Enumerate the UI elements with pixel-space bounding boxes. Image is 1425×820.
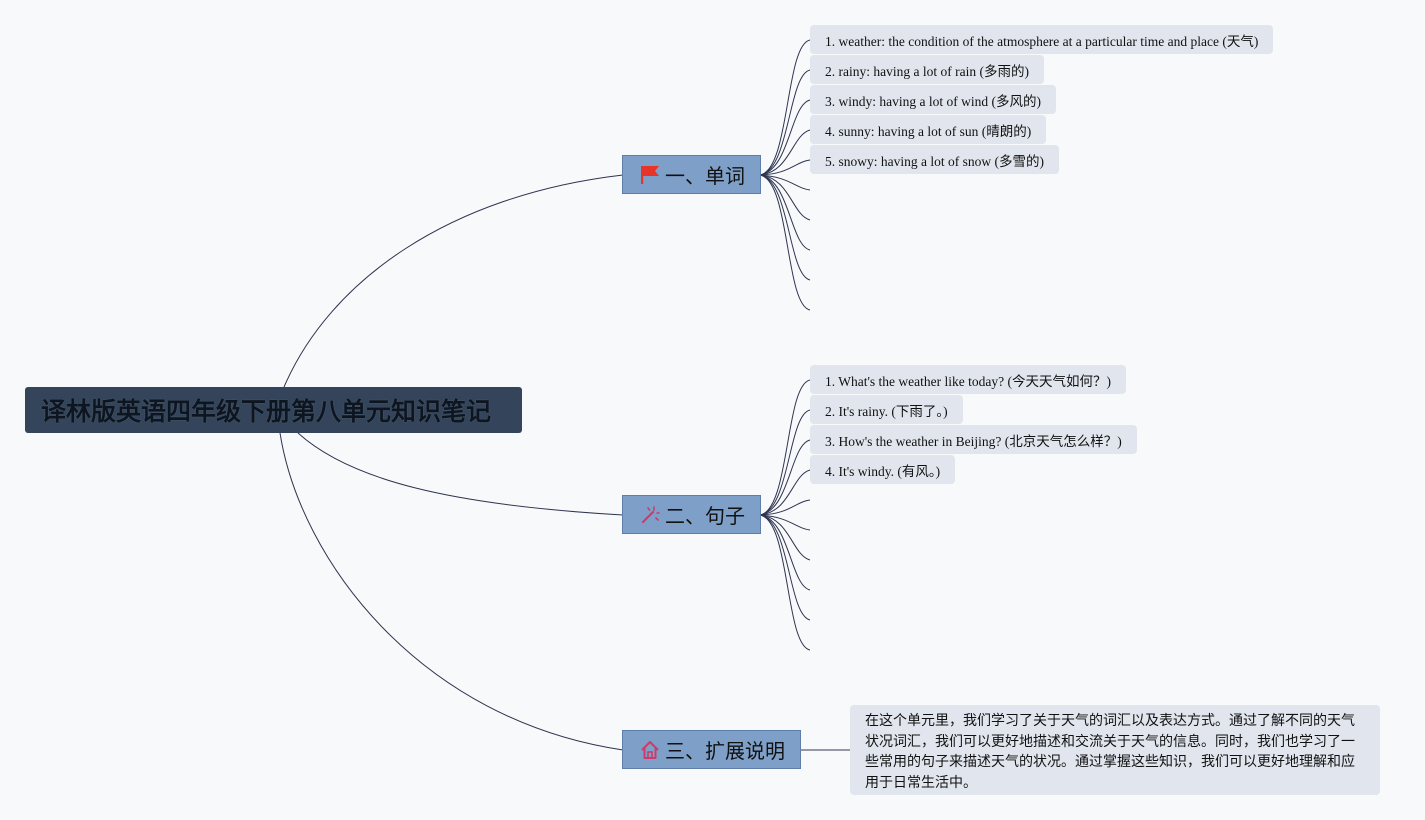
branch-extension[interactable]: 三、扩展说明 [622, 730, 801, 769]
home-icon [639, 739, 661, 761]
connector-root-branch-3 [279, 432, 624, 751]
fan-branch-2 [759, 379, 811, 651]
branch-words-label: 一、单词 [665, 164, 745, 188]
root-topic[interactable]: 译林版英语四年级下册第八单元知识笔记 [25, 387, 522, 433]
connector-root-branch-2 [297, 432, 624, 516]
root-title: 译林版英语四年级下册第八单元知识笔记 [41, 397, 492, 426]
list-item[interactable]: 2. It's rainy. (下雨了。) [810, 395, 963, 424]
list-item[interactable]: 1. What's the weather like today? (今天天气如… [810, 365, 1126, 394]
list-item[interactable]: 5. snowy: having a lot of snow (多雪的) [810, 145, 1059, 174]
list-item[interactable]: 4. sunny: having a lot of sun (晴朗的) [810, 115, 1047, 144]
connector-root-branch-1 [283, 174, 624, 388]
branch-words[interactable]: 一、单词 [622, 155, 761, 194]
list-item[interactable]: 2. rainy: having a lot of rain (多雨的) [810, 55, 1044, 84]
extension-note-text: 在这个单元里，我们学习了关于天气的词汇以及表达方式。通过了解不同的天气状况词汇，… [865, 713, 1355, 791]
fan-branch-1 [759, 39, 811, 311]
branch-sentences-label: 二、句子 [665, 504, 745, 528]
list-item[interactable]: 3. windy: having a lot of wind (多风的) [810, 85, 1056, 114]
magic-wand-icon [639, 504, 661, 526]
branch-extension-label: 三、扩展说明 [665, 739, 785, 763]
list-item[interactable]: 1. weather: the condition of the atmosph… [810, 25, 1274, 54]
list-item[interactable]: 4. It's windy. (有风。) [810, 455, 956, 484]
list-item[interactable]: 3. How's the weather in Beijing? (北京天气怎么… [810, 425, 1137, 454]
branch-sentences[interactable]: 二、句子 [622, 495, 761, 534]
red-flag-icon [639, 164, 661, 186]
extension-note[interactable]: 在这个单元里，我们学习了关于天气的词汇以及表达方式。通过了解不同的天气状况词汇，… [850, 705, 1380, 795]
